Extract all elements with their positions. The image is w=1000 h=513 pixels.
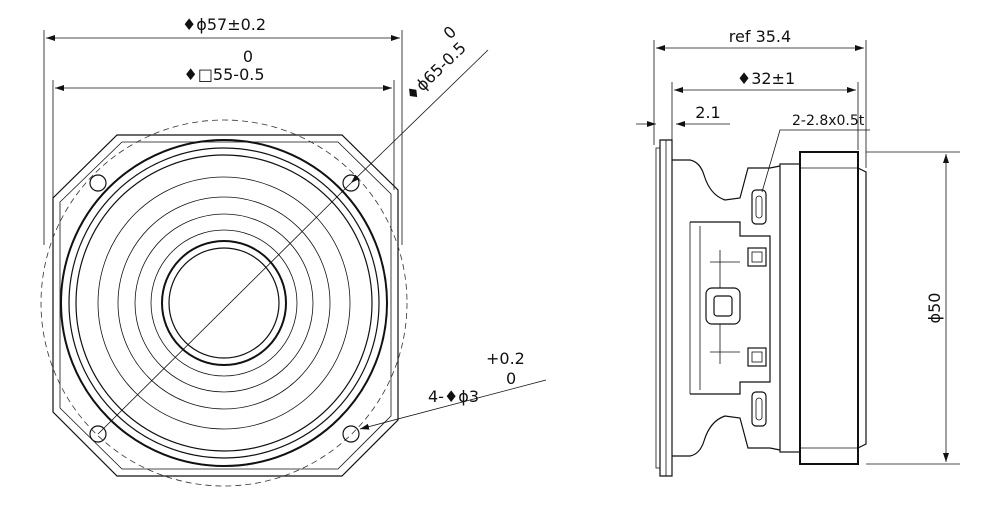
front-dustcap-inner — [168, 247, 280, 359]
terminal-bottom-slot — [755, 397, 763, 421]
front-frame-inner — [59, 141, 392, 470]
center-clip-inner — [713, 295, 733, 317]
dim-diag: ♦ϕ65-0.5 — [402, 38, 470, 105]
mounting-hole-bl — [89, 425, 107, 443]
front-dashed-circle — [40, 119, 408, 487]
terminal-tab-top-inner — [751, 251, 763, 263]
dim-square: ♦□55-0.5 — [183, 65, 264, 84]
dim-holes-tol-lower: 0 — [506, 369, 516, 388]
side-basket-body — [690, 221, 771, 395]
front-ring-5 — [117, 196, 331, 410]
front-diagonal — [97, 182, 352, 435]
side-view: ref 35.4 ♦32±1 2.1 2-2.8x0.5t ϕ50 — [636, 27, 960, 477]
dim-holes-tol-upper: +0.2 — [486, 349, 525, 368]
front-ring-1 — [60, 139, 388, 467]
dim-holes: 4-♦ϕ3 — [428, 387, 479, 406]
magnet — [799, 151, 859, 465]
dim-depth: ♦32±1 — [737, 69, 795, 88]
side-gasket — [655, 147, 661, 469]
mounting-hole-br — [342, 425, 360, 443]
dim-ref: ref 35.4 — [729, 27, 791, 46]
terminal-tab-bottom-inner — [751, 351, 763, 363]
terminal-top-slot — [755, 195, 763, 219]
front-ring-3 — [75, 154, 373, 452]
back-plate — [857, 167, 867, 449]
center-clip — [705, 287, 741, 325]
terminal-bottom — [751, 391, 767, 427]
front-frame-outer — [52, 134, 399, 477]
top-plate — [779, 163, 801, 453]
front-diag-leader — [350, 49, 489, 184]
front-ring-4 — [97, 176, 351, 430]
dim-square-tol-upper: 0 — [243, 47, 253, 66]
front-ring-6 — [134, 213, 314, 393]
front-ring-2 — [68, 147, 380, 459]
dim-flange: 2.1 — [695, 103, 720, 122]
terminal-tab-bottom — [747, 347, 767, 367]
front-ring-7 — [150, 229, 298, 377]
dim-outer-diameter: ♦ϕ57±0.2 — [182, 15, 266, 34]
side-basket-bottom — [672, 415, 781, 457]
dim-magnet: ϕ50 — [925, 293, 944, 324]
terminal-leader — [761, 129, 870, 193]
side-basket-top — [672, 159, 781, 201]
holes-leader — [359, 379, 547, 430]
front-dustcap-outer — [161, 240, 287, 366]
terminal-tab-top — [747, 247, 767, 267]
dim-terminal: 2-2.8x0.5t — [792, 113, 865, 129]
mounting-hole-tl — [89, 174, 107, 192]
terminal-top — [751, 189, 767, 225]
front-view: ♦ϕ57±0.2 0 ♦□55-0.5 0 ♦ϕ65-0.5 +0.2 4-♦ϕ… — [40, 15, 547, 487]
